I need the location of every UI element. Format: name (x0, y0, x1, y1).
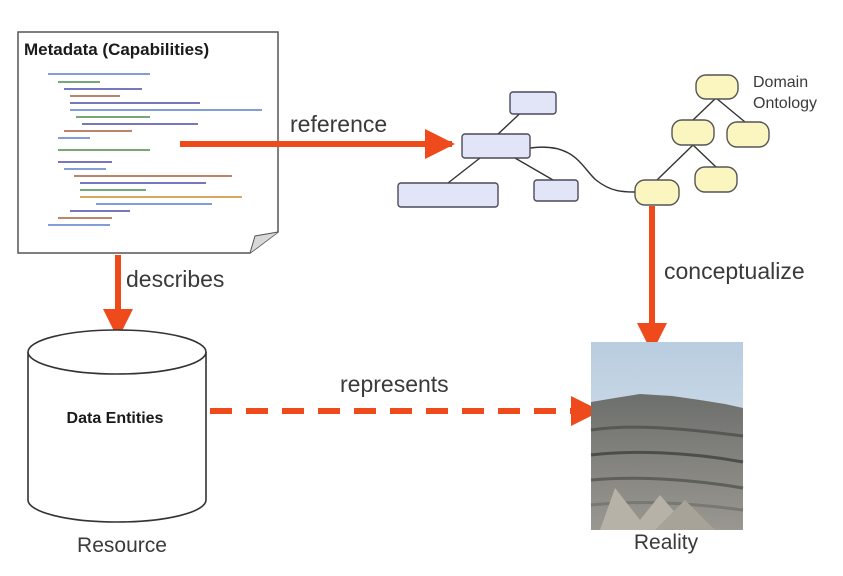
represents-label: represents (340, 371, 449, 397)
model-node-left (397, 182, 499, 208)
metadata-title: Metadata (Capabilities) (24, 40, 209, 59)
reality-caption: Reality (634, 531, 699, 554)
xml-code-lines (48, 73, 262, 226)
reality-photo (590, 342, 744, 530)
model-node-center (461, 133, 531, 159)
model-node-top (509, 91, 557, 115)
domain-ontology-tree: Domain Ontology (634, 74, 817, 206)
describes-label: describes (126, 266, 224, 292)
ontology-node-low-right (694, 166, 738, 193)
ontology-node-mid-right (726, 121, 770, 148)
data-store-cylinder: Data Entities (27, 329, 207, 523)
ontology-node-mid-left (671, 119, 715, 146)
ontology-label-line1: Domain (753, 74, 808, 91)
ontology-node-concept (634, 179, 680, 206)
model-node-right (533, 179, 579, 202)
resource-caption: Resource (77, 534, 167, 557)
ontology-node-root (695, 74, 739, 100)
ontology-label-line2: Ontology (753, 95, 817, 112)
data-store-label: Data Entities (67, 410, 164, 427)
conceptualize-label: conceptualize (664, 258, 805, 284)
reference-label: reference (290, 111, 387, 137)
metadata-model-tree (397, 91, 639, 208)
metadata-document: Metadata (Capabilities) (17, 31, 279, 254)
